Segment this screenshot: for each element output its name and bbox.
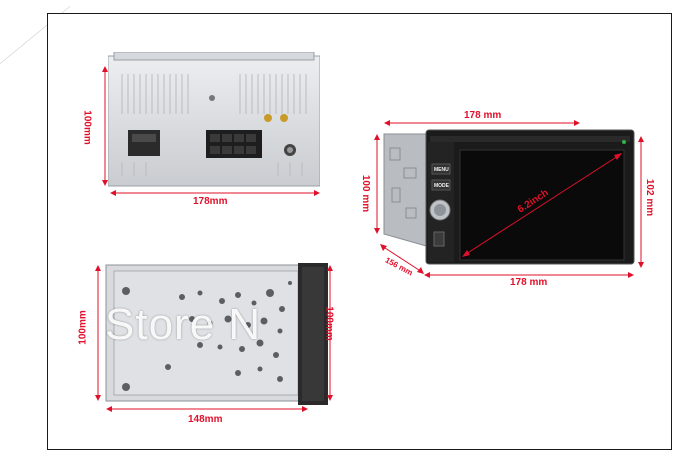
back-view-width-dimension [110,190,320,196]
mode-button-label: MODE [434,183,449,189]
front-view-left-height-label: 100 mm [360,174,372,213]
front-view-top-width-label: 178 mm [464,110,502,121]
bottom-view-left-height-label: 100mm [77,310,89,345]
front-view-bottom-width-label: 178 mm [510,277,548,288]
store-watermark: Store N [105,300,262,349]
menu-button-label: MENU [434,167,449,173]
bottom-view-left-height-dimension [95,265,101,401]
front-view-right-height-dimension [638,136,644,268]
bottom-view-unit [105,263,328,405]
bottom-view-width-dimension [106,406,308,412]
back-view-width-label: 178mm [193,196,228,207]
back-view-height-label: 100mm [81,110,93,145]
bottom-view-right-height-dimension [327,265,333,401]
front-view-unit [383,129,635,265]
front-view-depth-dimension [380,244,424,274]
front-view-top-width-dimension [384,120,580,126]
front-view-left-height-dimension [374,134,380,234]
front-view-right-height-label: 102 mm [644,178,656,217]
front-view-bottom-width-dimension [424,272,634,278]
back-view-height-dimension [102,66,108,186]
back-view-unit [108,52,320,187]
bottom-view-width-label: 148mm [188,414,223,425]
bottom-view-right-height-label: 100mm [323,306,335,341]
